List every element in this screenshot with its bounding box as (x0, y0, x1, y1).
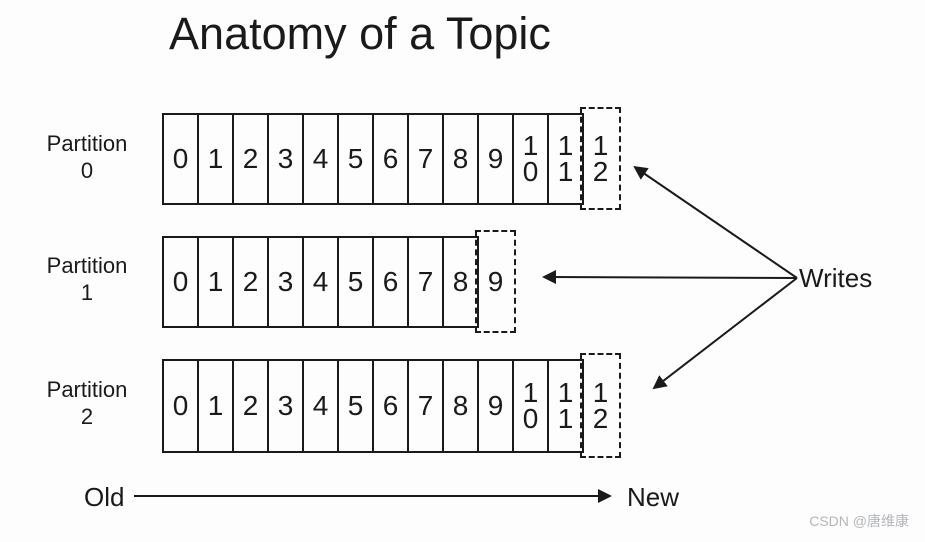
offset-cell: 4 (302, 359, 339, 453)
offset-cell: 1 0 (512, 113, 549, 205)
offset-cell: 3 (267, 236, 304, 328)
offset-cell: 0 (162, 113, 199, 205)
offset-cell-dashed: 1 2 (580, 107, 621, 210)
page-title: Anatomy of a Topic (169, 8, 551, 59)
offset-cell-dashed: 1 2 (580, 353, 621, 458)
offset-cell: 1 0 (512, 359, 549, 453)
new-label: New (627, 482, 680, 512)
writes-arrow-to-partition-1 (542, 270, 798, 285)
offset-cell: 2 (232, 359, 269, 453)
offset-cell: 9 (477, 113, 514, 205)
offset-cell: 8 (442, 359, 479, 453)
offset-cell: 7 (407, 236, 444, 328)
offset-cell-dashed: 9 (475, 230, 516, 333)
offset-cell: 5 (337, 113, 374, 205)
writes-arrow-to-partition-2 (652, 277, 798, 390)
old-label: Old (84, 482, 125, 512)
partition-2-number: 2 (80, 404, 94, 429)
offset-cell: 1 (197, 236, 234, 328)
offset-cell: 0 (162, 359, 199, 453)
partition-1-name: Partition (46, 253, 128, 278)
offset-cell: 0 (162, 236, 199, 328)
offset-cell: 9 (477, 359, 514, 453)
offset-cell: 3 (267, 359, 304, 453)
watermark: CSDN @唐维康 (809, 513, 909, 529)
offset-cell: 5 (337, 236, 374, 328)
offset-cell: 1 1 (547, 359, 584, 453)
offset-cell: 2 (232, 236, 269, 328)
offset-cell: 1 (197, 359, 234, 453)
offset-cell: 2 (232, 113, 269, 205)
partition-2-name: Partition (46, 377, 128, 402)
offset-cell: 3 (267, 113, 304, 205)
offset-cell: 6 (372, 359, 409, 453)
offset-cell: 5 (337, 359, 374, 453)
offset-cell: 1 (197, 113, 234, 205)
offset-cell: 7 (407, 113, 444, 205)
partition-2-label: Partition 2 (28, 376, 146, 430)
partition-0-number: 0 (80, 158, 94, 183)
offset-cell: 7 (407, 359, 444, 453)
partition-0-name: Partition (46, 131, 128, 156)
writes-label: Writes (799, 263, 873, 293)
partition-1-label: Partition 1 (28, 252, 146, 306)
offset-cell: 4 (302, 236, 339, 328)
offset-cell: 8 (442, 113, 479, 205)
offset-cell: 6 (372, 236, 409, 328)
offset-cell: 6 (372, 113, 409, 205)
writes-arrow-to-partition-0 (633, 166, 798, 279)
offset-cell: 8 (442, 236, 479, 328)
offset-cell: 4 (302, 113, 339, 205)
offset-cell: 1 1 (547, 113, 584, 205)
partition-1-number: 1 (80, 280, 94, 305)
partition-0-label: Partition 0 (28, 130, 146, 184)
